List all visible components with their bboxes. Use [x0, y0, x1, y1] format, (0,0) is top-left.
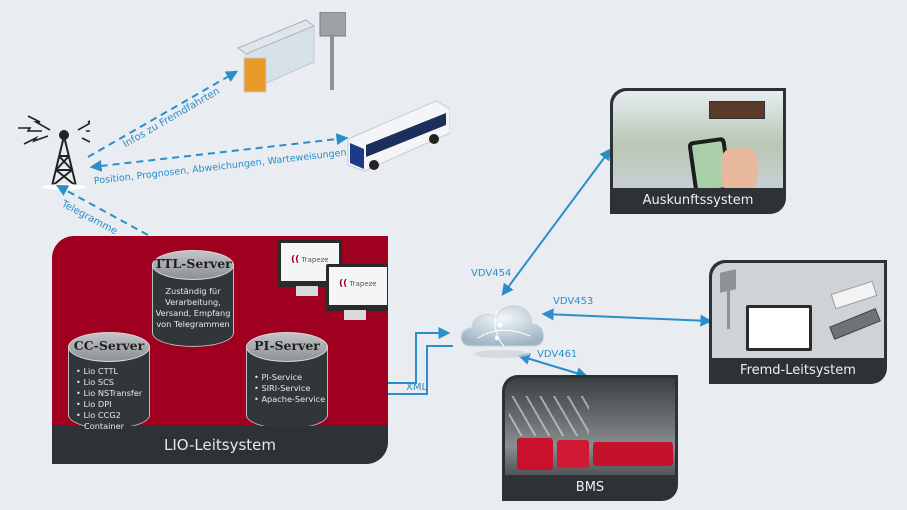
- cc-item: Lio CTTL: [76, 366, 150, 377]
- pi-item: SIRI-Service: [254, 383, 328, 394]
- label-telegramme: Telegramme: [59, 198, 120, 238]
- pi-server: PI-Server PI-Service SIRI-Service Apache…: [246, 332, 328, 429]
- lio-leitsystem-panel: (( Trapeze (( Trapeze TTL-Server Zuständ…: [52, 236, 388, 464]
- bms-depot-photo: [505, 378, 675, 475]
- label-position: Position, Prognosen, Abweichungen, Warte…: [93, 147, 348, 187]
- label-vdv454: VDV454: [471, 268, 512, 279]
- auskunftssystem-card: Auskunftssystem: [610, 88, 786, 214]
- lio-title: LIO-Leitsystem: [52, 426, 388, 464]
- radio-tower-icon: [10, 100, 110, 190]
- label-vdv453: VDV453: [553, 296, 594, 307]
- label-vdv461: VDV461: [537, 349, 578, 360]
- edge-infos: [87, 70, 239, 158]
- fremd-illustration: [712, 263, 884, 358]
- bms-label: BMS: [575, 480, 605, 495]
- bus-shelter-icon: [236, 11, 347, 102]
- cc-item: Lio SCS: [76, 377, 150, 388]
- pi-server-title: PI-Server: [254, 338, 320, 353]
- cc-item: Lio NSTransfer: [76, 388, 150, 399]
- edge-vdv454: [501, 148, 612, 296]
- pi-item: PI-Service: [254, 372, 328, 383]
- cc-server: CC-Server Lio CTTL Lio SCS Lio NSTransfe…: [68, 332, 150, 431]
- cloud-icon: [458, 298, 546, 360]
- bus-icon: [346, 95, 451, 175]
- label-infos: Infos zu Fremdfahrten: [121, 85, 222, 151]
- label-xml: XML: [406, 382, 428, 393]
- auskunftssystem-label: Auskunftssystem: [642, 193, 754, 208]
- cc-item: Lio CCG2: [76, 410, 150, 421]
- auskunft-photo: [613, 91, 783, 188]
- cc-server-title: CC-Server: [73, 338, 145, 353]
- edge-vdv453: [541, 308, 713, 327]
- fremd-leitsystem-label: Fremd-Leitsystem: [740, 363, 856, 378]
- cc-item: Lio DPI: [76, 399, 150, 410]
- ttl-server: TTL-Server Zuständig für Verarbeitung, V…: [152, 250, 234, 347]
- pi-item: Apache-Service: [254, 394, 328, 405]
- fremd-leitsystem-card: Fremd-Leitsystem: [709, 260, 887, 384]
- bms-card: BMS: [502, 375, 678, 501]
- ttl-server-title: TTL-Server: [154, 256, 232, 271]
